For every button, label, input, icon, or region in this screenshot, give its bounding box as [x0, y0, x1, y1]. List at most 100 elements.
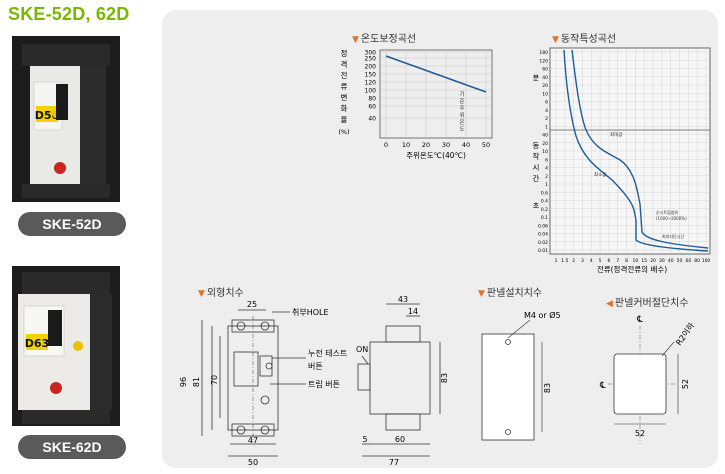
op-xtick-label: 1.5	[561, 258, 568, 264]
section-operating-curve-label: 동작특성곡선	[560, 34, 617, 45]
op-label-instant-range: (1000~2000%)	[656, 216, 687, 221]
triangle-bullet-icon: ◀	[606, 299, 613, 309]
op-xtick-label: 4	[590, 258, 593, 264]
temp-correction-curve	[385, 55, 487, 93]
breaker-illustration-1: D50	[12, 36, 120, 202]
triangle-bullet-icon: ▼	[552, 35, 559, 45]
op-xtick-label: 15	[641, 258, 647, 264]
panel-mount-plate	[481, 333, 535, 441]
center-mark-left: ℄	[599, 381, 606, 391]
rating-badge-2	[26, 334, 48, 350]
cover-cut-opening	[613, 353, 667, 415]
temp-ylabel: 정 격 전 류 변 화 율 (%)	[338, 48, 349, 136]
op-ylabel-char: 시	[533, 163, 540, 172]
triangle-bullet-icon: ▼	[478, 289, 485, 299]
temp-xtick-label: 30	[442, 141, 450, 149]
temp-xtick-label: 50	[482, 141, 490, 149]
temp-ytick-label: 150	[365, 72, 377, 79]
side-view-top	[385, 325, 421, 343]
dim-25: 25	[247, 300, 257, 309]
test-button-label-2: 버튼	[308, 361, 323, 371]
op-xtick-label: 10	[633, 258, 639, 264]
product-label-ske52d: SKE-52D	[18, 212, 126, 236]
temp-ytick-label: 40	[368, 116, 376, 123]
temp-ytick-label: 100	[365, 88, 377, 95]
op-xtick-label: 1	[555, 258, 558, 264]
op-unit-seconds: 초	[533, 202, 540, 210]
front-view-handle	[233, 351, 259, 387]
dim-cut-52-height: 52	[681, 379, 690, 389]
op-xtick-label: 5	[599, 258, 602, 264]
mount-hole-icon	[505, 339, 511, 345]
dim-50: 50	[248, 458, 258, 466]
section-outline-label: 외형치수	[206, 288, 244, 299]
mount-hole-icon	[505, 429, 511, 435]
op-xtick-label: 7	[616, 258, 619, 264]
side-view-body	[369, 341, 431, 415]
op-ytick-label: 2	[545, 116, 548, 122]
op-ytick-label: 0.06	[538, 223, 548, 229]
op-curve-min	[563, 49, 709, 252]
op-ylabel-char: 간	[533, 173, 540, 183]
dim-cut-52-width: 52	[635, 429, 645, 438]
op-ytick-label: 20	[542, 83, 548, 89]
test-button-outline-icon	[265, 362, 273, 370]
op-ytick-label: 2	[545, 174, 548, 180]
op-ytick-label: 0.4	[541, 199, 548, 205]
dim-70: 70	[210, 375, 219, 385]
temp-xtick-label: 20	[422, 141, 430, 149]
temp-ytick-label: 300	[365, 50, 377, 57]
temp-ylabel-char: 격	[341, 59, 348, 69]
op-xtick-label: 80	[694, 258, 700, 264]
op-xtick-label: 6	[608, 258, 611, 264]
terminal-screw-icon	[260, 425, 270, 435]
cover-cut-drawing: ℄ ℄ R2이하 52 52	[599, 315, 697, 444]
section-panel-mount-label: 판넬설치치수	[486, 288, 543, 299]
op-ylabel-char: 동	[533, 141, 540, 150]
op-ytick-label: 0.2	[541, 207, 548, 213]
section-cover-cut-label: 판넬커버절단치수	[614, 298, 689, 309]
op-ytick-label: 1	[545, 124, 548, 130]
temp-ytick-label: 250	[365, 56, 377, 63]
dim-5: 5	[362, 435, 367, 444]
section-cover-cut: ◀판넬커버절단치수	[606, 294, 689, 309]
op-xtick-label: 2	[572, 258, 575, 264]
temp-annotation-char: 기	[459, 90, 464, 98]
op-xtick-label: 20	[650, 258, 656, 264]
rating-badge-text-2: D63	[25, 337, 49, 350]
panel-mount-drawing: M4 or Ø5 83	[481, 310, 561, 441]
terminal-screw-icon	[236, 425, 246, 435]
section-temp-curve-label: 온도보정곡선	[360, 34, 417, 45]
op-xlabel: 전류(정격전류의 배수)	[597, 264, 667, 274]
trip-button-icon-2	[50, 382, 62, 394]
outline-drawing: 25 취부HOLE 누전 테스트 버튼 트립 버튼 ON 96 81 70 47…	[179, 296, 449, 466]
temp-xlabel: 주위온도℃(40℃)	[406, 151, 466, 160]
trip-button-icon	[54, 162, 66, 174]
op-ytick-label: 0.02	[538, 240, 548, 246]
temp-ytick-label: 120	[365, 80, 377, 87]
corner-radius-label: R2이하	[673, 320, 696, 347]
temp-annotation-char: 온	[459, 119, 464, 126]
op-ytick-label: 180	[539, 50, 548, 56]
op-ytick-label: 6	[545, 100, 548, 106]
temp-annotation-char: 도	[459, 126, 464, 133]
op-xtick-label: 40	[668, 258, 674, 264]
temp-xtick-label: 40	[462, 141, 470, 149]
temp-ytick-label: 200	[365, 64, 377, 71]
rating-badge-1	[36, 106, 58, 122]
op-xtick-label: 30	[659, 258, 665, 264]
terminal-screw-icon	[236, 321, 246, 331]
dim-mount-83: 83	[543, 383, 552, 393]
temp-ylabel-char: 전	[341, 70, 348, 80]
dim-83: 83	[440, 373, 449, 383]
temp-annotation-char: 준	[459, 98, 464, 105]
op-ytick-label: 1	[545, 182, 548, 188]
center-mark-top: ℄	[636, 315, 643, 325]
temp-ylabel-char: 류	[341, 82, 348, 91]
temp-ylabel-char: 변	[341, 93, 348, 102]
product-photo-ske52d: D50	[12, 36, 120, 202]
section-temp-curve: ▼온도보정곡선	[352, 30, 416, 45]
op-ytick-label: 0.01	[538, 248, 548, 254]
mount-hole-spec: M4 or Ø5	[524, 310, 561, 320]
op-ytick-label: 120	[539, 58, 548, 64]
